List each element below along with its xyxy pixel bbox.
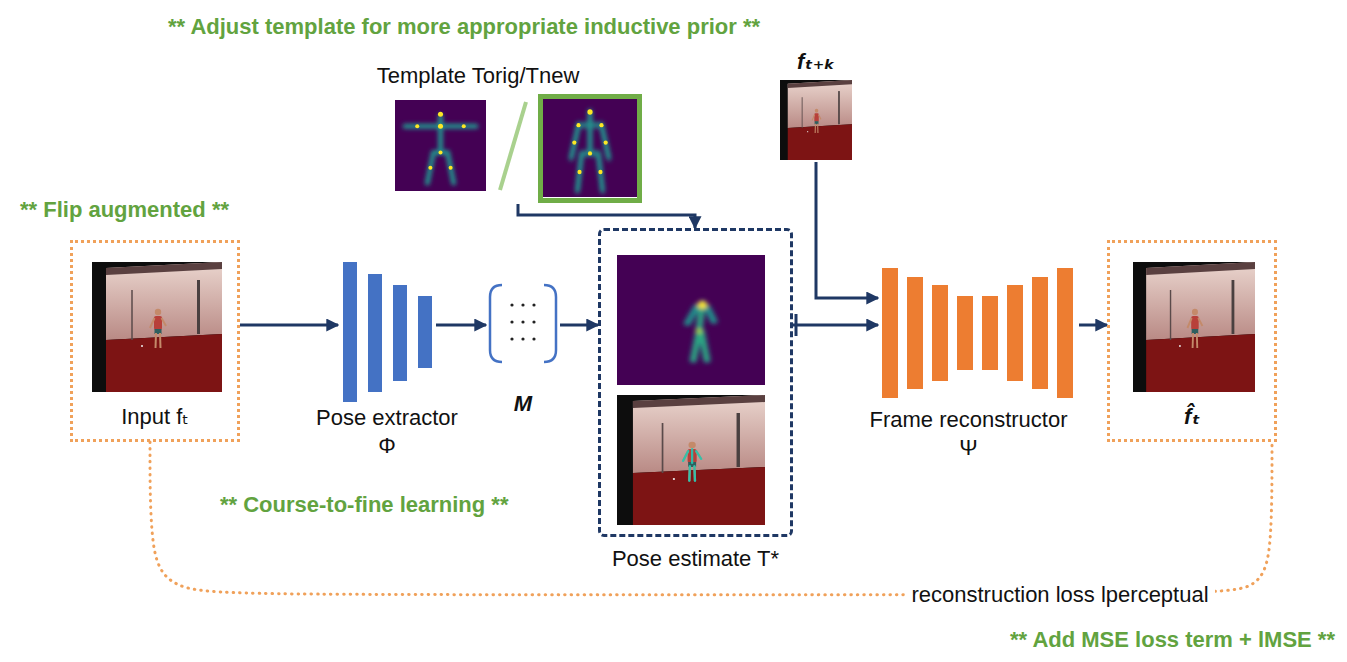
matrix-m: M bbox=[486, 282, 560, 364]
node-label: Frame reconstructor Ψ bbox=[866, 406, 1071, 462]
flow-arrow bbox=[518, 204, 695, 228]
node-label: f̂ₜ bbox=[1184, 403, 1200, 431]
template-new bbox=[543, 99, 637, 197]
node-label: Template Torig/Tnew bbox=[377, 62, 580, 90]
annotation-note: ** Course-to-fine learning ** bbox=[220, 492, 508, 518]
template-slash bbox=[500, 102, 526, 190]
pose-heatmap bbox=[617, 255, 765, 385]
template-original bbox=[395, 100, 486, 191]
output-photo bbox=[1133, 262, 1255, 392]
node-label: Pose extractor Φ bbox=[312, 404, 462, 460]
pose-overlay bbox=[683, 449, 701, 481]
flow-arrow bbox=[240, 324, 338, 327]
template-images: Template Torig/Tnew bbox=[392, 94, 644, 204]
annotation-note: ** Flip augmented ** bbox=[20, 197, 229, 223]
pose-overlay-photo bbox=[617, 395, 765, 525]
flow-arrow bbox=[793, 324, 878, 327]
template-new-frame bbox=[541, 97, 640, 201]
encoder-layers bbox=[343, 262, 432, 402]
decoder-layers bbox=[882, 268, 1073, 398]
input-frame-box: Input fₜ bbox=[70, 240, 240, 442]
flow-arrow bbox=[560, 324, 598, 327]
loss-connector bbox=[150, 442, 1272, 595]
pose-estimate-box: Pose estimate T* bbox=[598, 228, 793, 537]
matrix-bracket bbox=[490, 285, 556, 362]
flow-arrow bbox=[816, 162, 878, 298]
node-label: Pose estimate T* bbox=[612, 545, 779, 573]
future-frame: fₜ₊ₖ bbox=[778, 78, 854, 162]
pose-extractor: Pose extractor Φ bbox=[338, 258, 436, 404]
annotation-note: ** Add MSE loss term + lMSE ** bbox=[1010, 627, 1335, 653]
future-photo bbox=[780, 80, 852, 160]
flow-arrow bbox=[1079, 324, 1107, 327]
node-label: Input fₜ bbox=[121, 403, 189, 431]
node-label: fₜ₊ₖ bbox=[797, 48, 835, 76]
output-frame-box: f̂ₜ bbox=[1107, 240, 1277, 442]
annotation-note: ** Adjust template for more appropriate … bbox=[168, 14, 760, 40]
input-photo bbox=[92, 262, 222, 392]
frame-reconstructor: Frame reconstructor Ψ bbox=[878, 264, 1079, 404]
node-label: M bbox=[514, 390, 532, 418]
flow-arrow bbox=[436, 324, 486, 327]
edge-label: reconstruction loss lperceptual bbox=[905, 582, 1214, 608]
